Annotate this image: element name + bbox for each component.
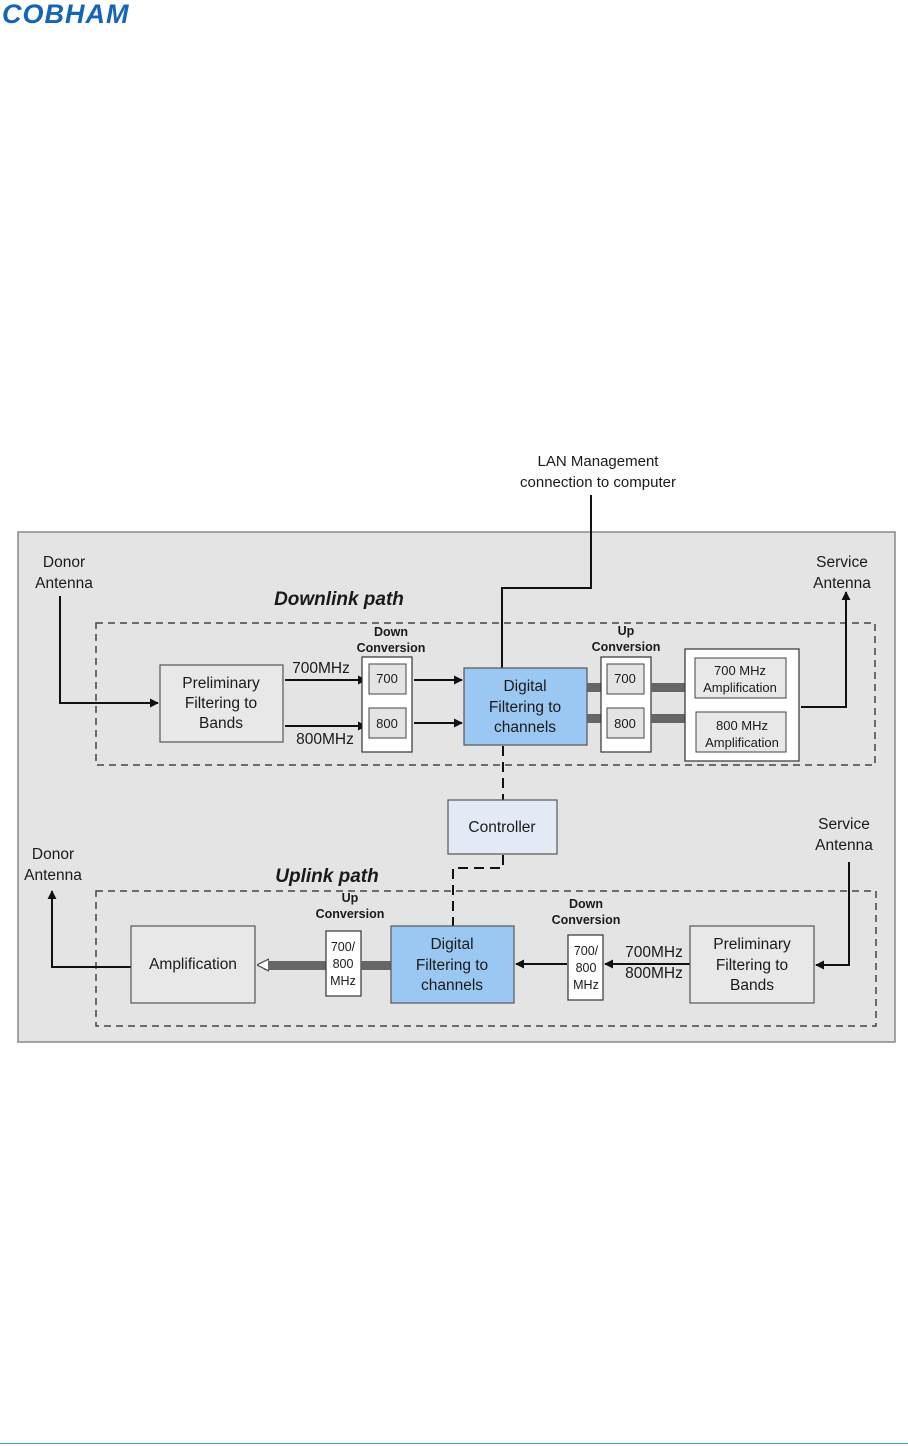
ul-digital-box [390, 925, 515, 1004]
ul-digital-l2: Filtering to [416, 957, 488, 974]
ul-donor-antenna-l2: Antenna [24, 867, 82, 884]
downlink-frame [95, 622, 876, 766]
dl-dc-700-box [368, 663, 407, 695]
dl-digital-l2: Filtering to [489, 699, 561, 716]
uplink-title: Uplink path [275, 866, 378, 887]
dl-uc-700: 700 [614, 671, 636, 686]
footer-rule [0, 1443, 908, 1444]
dl-band-bar-3 [651, 683, 685, 692]
ul-prelim-l1: Preliminary [713, 936, 791, 953]
ul-band-bar-2 [361, 961, 391, 970]
ul-amplification-box [130, 925, 256, 1004]
dl-digital-box [463, 667, 588, 746]
dl-service-arrow [801, 591, 851, 708]
dl-amp-800-box [695, 711, 787, 753]
ul-prelim-box [689, 925, 815, 1004]
ul-service-antenna-l1: Service [818, 816, 870, 833]
ul-down-conv-box [567, 934, 604, 1001]
dl-digital-l3: channels [494, 719, 556, 736]
ul-down-conv-l2: Conversion [552, 913, 621, 927]
ul-up-conv-l1: Up [342, 891, 359, 905]
ul-service-antenna-l2: Antenna [815, 837, 873, 854]
uplink-frame [95, 890, 877, 1027]
ul-uc-l3: MHz [330, 974, 356, 988]
lan-connection-line [501, 495, 592, 668]
dl-donor-arrow [59, 596, 159, 708]
dl-amp-800-l1: 800 MHz [716, 718, 768, 733]
dl-band-700: 700MHz [292, 660, 350, 677]
dl-uc-700-box [606, 663, 645, 695]
dl-down-conv-l1: Down [374, 625, 408, 639]
dl-uc-800: 800 [614, 716, 636, 731]
dl-amp-700-l2: Amplification [703, 680, 777, 695]
controller-link-bottom [452, 855, 504, 926]
ul-prelim-l3: Bands [730, 977, 774, 994]
ul-service-arrow [815, 862, 850, 970]
ul-dc-l3: MHz [573, 978, 599, 992]
logo-text: COBHAM [2, 2, 130, 26]
dl-amp-700-box [694, 657, 787, 699]
ul-amplification: Amplification [149, 956, 237, 973]
dl-digital-l1: Digital [503, 678, 546, 695]
dl-prelim-box [159, 664, 284, 743]
ul-donor-antenna-l1: Donor [32, 846, 74, 863]
dl-dc-700: 700 [376, 671, 398, 686]
ul-digital-l3: channels [421, 977, 483, 994]
dl-dc-800: 800 [376, 716, 398, 731]
ul-dc-l1: 700/ [574, 944, 599, 958]
ul-digital-l1: Digital [430, 936, 473, 953]
dl-amp-700-l1: 700 MHz [714, 663, 766, 678]
dl-amp-800-l2: Amplification [705, 735, 779, 750]
ul-band-800: 800MHz [625, 965, 683, 982]
ul-uc-l1: 700/ [331, 940, 356, 954]
lan-label-line2: connection to computer [520, 474, 676, 491]
dl-dc-800-box [368, 707, 407, 739]
controller-box [447, 799, 558, 855]
dl-band-bar-4 [651, 714, 685, 723]
controller-label: Controller [468, 819, 535, 836]
ul-prelim-l2: Filtering to [716, 957, 788, 974]
dl-prelim-l3: Bands [199, 715, 243, 732]
ul-up-conv-l2: Conversion [316, 907, 385, 921]
downlink-title: Downlink path [274, 589, 404, 610]
ul-dc-l2: 800 [576, 961, 597, 975]
lan-label-line1: LAN Management [538, 453, 660, 470]
ul-up-conv-box [325, 930, 362, 997]
dl-band-bar-2 [587, 714, 601, 723]
dl-down-conv-l2: Conversion [357, 641, 426, 655]
dl-uc-800-box [606, 707, 645, 739]
dl-donor-antenna-l1: Donor [43, 554, 85, 571]
ul-donor-arrow [47, 890, 131, 968]
ul-down-conv-l1: Down [569, 897, 603, 911]
dl-band-800: 800MHz [296, 731, 354, 748]
dl-up-conv-l2: Conversion [592, 640, 661, 654]
dl-prelim-l1: Preliminary [182, 675, 260, 692]
ul-band-700: 700MHz [625, 944, 683, 961]
ul-band-bar-1 [264, 961, 326, 970]
dl-up-conv-l1: Up [618, 624, 635, 638]
dl-service-antenna-l2: Antenna [813, 575, 871, 592]
dl-prelim-l2: Filtering to [185, 695, 257, 712]
ul-uc-l2: 800 [333, 957, 354, 971]
dl-service-antenna-l1: Service [816, 554, 868, 571]
cobham-logo: COBHAM [2, 2, 130, 26]
dl-band-bar-1 [587, 683, 601, 692]
dl-donor-antenna-l2: Antenna [35, 575, 93, 592]
